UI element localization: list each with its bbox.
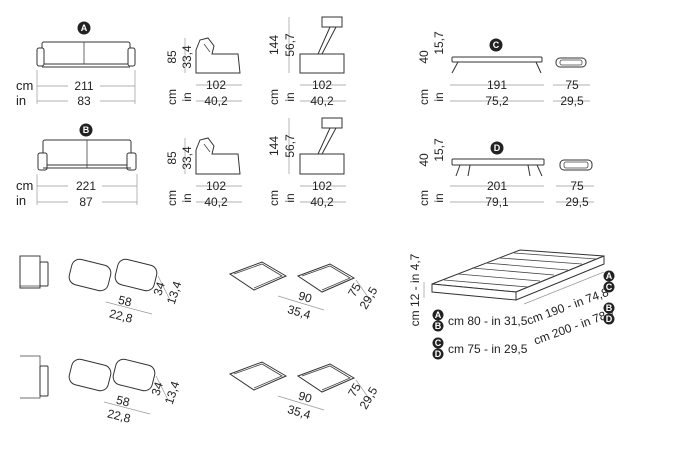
unit-cm-vertical: cm xyxy=(417,89,431,105)
bed-c-height-cm: 40 xyxy=(417,50,431,64)
badges-ab: A B xyxy=(432,309,444,332)
badge-b-label: B xyxy=(83,125,90,135)
cushions-1-depth-in: 13,4 xyxy=(164,279,185,306)
badge-a-label: A xyxy=(81,23,88,33)
sofa-b-height-in: 33,4 xyxy=(180,146,194,170)
badge-c-label: C xyxy=(493,40,500,50)
sofa-a-side-view xyxy=(184,37,242,102)
badge-d xyxy=(490,141,504,155)
unit-in-vertical: in xyxy=(180,193,194,202)
bed-c-width-cm: 75 xyxy=(565,78,579,92)
trays-1-depth-cm: 75 xyxy=(345,280,364,299)
bed-d-width-in: 29,5 xyxy=(565,195,589,209)
sofa-a-depth-in: 40,2 xyxy=(204,94,228,108)
badge-b-label: B xyxy=(606,303,613,313)
unit-cm-label: cm xyxy=(16,178,33,193)
badge-b-label: B xyxy=(435,321,442,331)
badge-d-label: D xyxy=(435,349,442,359)
storage-trays-set-2 xyxy=(228,361,371,411)
bed-d-side-view: D xyxy=(450,141,594,203)
cushions-2-depth-cm: 34 xyxy=(148,380,166,397)
sofa-a-front-view: A xyxy=(36,21,136,104)
sofa-b-depth-in: 40,2 xyxy=(204,195,228,209)
trays-2-width-cm: 90 xyxy=(297,389,314,406)
sofa-a-open-depth-cm: 102 xyxy=(312,78,332,92)
bed-d-length-cm: 201 xyxy=(487,179,507,193)
unit-in-label: in xyxy=(16,93,26,108)
sofa-b-height-cm: 85 xyxy=(165,151,179,165)
cushions-1-width-cm: 58 xyxy=(117,293,134,310)
cushions-1-depth-cm: 34 xyxy=(150,280,168,297)
unit-in-vertical: in xyxy=(432,193,446,202)
unit-in-label: in xyxy=(16,193,26,208)
bed-d-width-cm: 75 xyxy=(570,179,584,193)
badge-d-label: D xyxy=(494,143,501,153)
unit-cm-vertical: cm xyxy=(165,190,179,206)
unit-in-vertical: in xyxy=(432,92,446,101)
sofa-a-open-depth-in: 40,2 xyxy=(310,94,334,108)
bed-d-height-in: 15,7 xyxy=(432,138,446,162)
badge-a-label: A xyxy=(435,310,442,320)
sofa-b-open-height-cm: 144 xyxy=(267,136,281,156)
trays-1-width-cm: 90 xyxy=(297,289,314,306)
sofa-a-open-view xyxy=(288,16,346,102)
sofa-b-open-depth-in: 40,2 xyxy=(310,195,334,209)
unit-in-vertical: in xyxy=(180,92,194,101)
sofa-a-width-cm: 211 xyxy=(74,79,93,93)
badges-ac: A C xyxy=(603,270,615,293)
cushions-set-1 xyxy=(19,255,171,315)
unit-cm-label: cm xyxy=(16,78,33,93)
unit-in-vertical: in xyxy=(283,92,297,101)
badge-d-label: D xyxy=(606,314,613,324)
sofa-b-open-view xyxy=(288,117,346,203)
badge-c-label: C xyxy=(606,282,613,292)
bed-d-height-cm: 40 xyxy=(417,153,431,167)
sofa-a-height-in: 33,4 xyxy=(180,45,194,69)
badge-a-label: A xyxy=(606,271,613,281)
badge-a xyxy=(77,21,91,35)
trays-2-width-in: 35,4 xyxy=(286,402,313,422)
unit-in-vertical: in xyxy=(283,193,297,202)
badge-b xyxy=(79,123,93,137)
sofa-a-height-cm: 85 xyxy=(165,50,179,64)
bed-c-length-in: 75,2 xyxy=(485,94,509,108)
bed-d-length-in: 79,1 xyxy=(485,195,509,209)
sofa-b-front-view: B xyxy=(36,123,138,205)
storage-trays-set-1 xyxy=(228,261,371,311)
bed-c-side-view: C xyxy=(450,38,590,102)
badges-bd: B D xyxy=(603,302,615,325)
bed-c-height-in: 15,7 xyxy=(432,31,446,55)
cushions-1-width-in: 22,8 xyxy=(108,307,134,326)
sofa-a-open-height-in: 56,7 xyxy=(283,33,297,57)
badges-cd: C D xyxy=(432,337,444,360)
sofa-a-width-in: 83 xyxy=(77,94,91,108)
bed-c-width-in: 29,5 xyxy=(560,94,584,108)
cushions-2-width-in: 22,8 xyxy=(106,407,132,426)
mattress-drawing xyxy=(423,249,605,305)
badge-c-label: C xyxy=(435,338,442,348)
mattress-width-cd: cm 75 - in 29,5 xyxy=(448,342,528,356)
cushions-2-width-cm: 58 xyxy=(115,393,132,410)
sofa-b-width-in: 87 xyxy=(79,195,93,209)
unit-cm-vertical: cm xyxy=(417,190,431,206)
sofa-b-side-view xyxy=(184,137,242,203)
unit-cm-vertical: cm xyxy=(267,190,281,206)
sofa-b-open-height-in: 56,7 xyxy=(283,134,297,158)
trays-2-depth-cm: 75 xyxy=(345,380,364,399)
sofa-a-open-height-cm: 144 xyxy=(267,35,281,55)
sofa-b-width-cm: 221 xyxy=(76,179,96,193)
mattress-width-ab: cm 80 - in 31,5 xyxy=(448,314,528,328)
unit-cm-vertical: cm xyxy=(165,89,179,105)
badge-c xyxy=(489,38,503,52)
sofa-b-depth-cm: 102 xyxy=(206,179,226,193)
cushions-2-depth-in: 13,4 xyxy=(162,379,183,406)
cushions-set-2 xyxy=(20,355,169,415)
unit-cm-vertical: cm xyxy=(267,89,281,105)
trays-1-width-in: 35,4 xyxy=(286,302,313,322)
bed-c-length-cm: 191 xyxy=(487,78,507,92)
sofa-b-open-depth-cm: 102 xyxy=(312,179,332,193)
sofa-a-depth-cm: 102 xyxy=(206,78,226,92)
mattress-thickness: cm 12 - in 4,7 xyxy=(408,253,422,326)
